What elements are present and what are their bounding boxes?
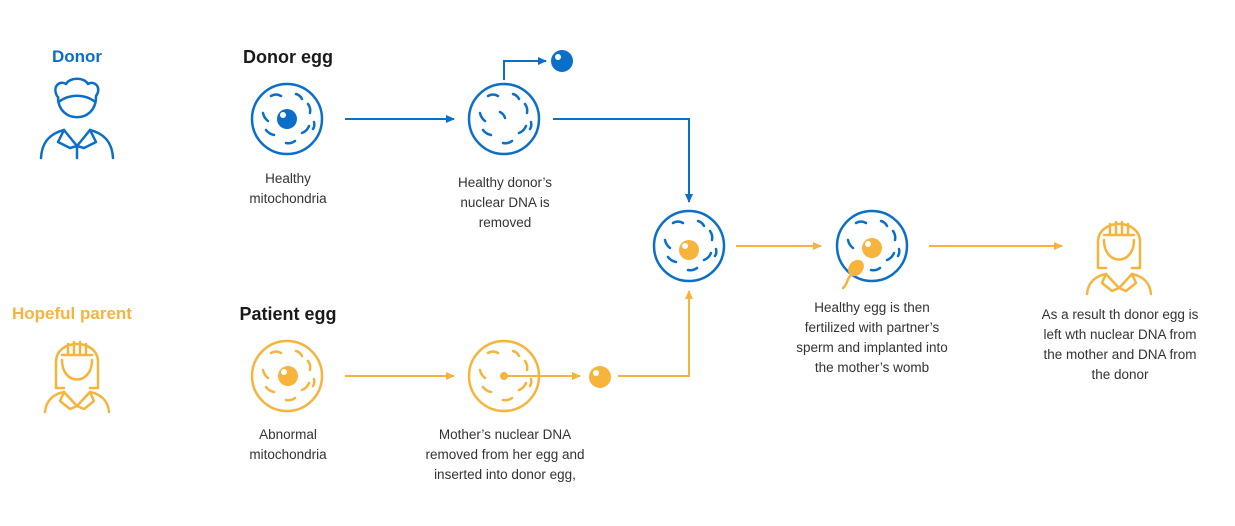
extracted-nucleus-icon	[589, 366, 611, 388]
hopeful-parent-person-icon	[43, 340, 111, 414]
nucleus-icon	[277, 109, 297, 129]
arrow-icon	[553, 118, 693, 203]
sperm-icon	[841, 259, 864, 290]
donor-role-label: Donor	[51, 47, 103, 66]
removed-nucleus-icon	[551, 50, 573, 72]
abnormal-mitochondria-caption: Abnormal mitochondria	[249, 427, 327, 462]
donor-dna-removed-caption: Healthy donor’s nuclear DNA is removed	[457, 175, 553, 230]
mother-dna-inserted-caption: Mother’s nuclear DNA removed from her eg…	[425, 427, 585, 482]
donor-egg-icon	[250, 82, 324, 156]
arrow-icon	[503, 57, 547, 80]
patient-egg-extraction-icon	[467, 339, 541, 413]
patient-egg-heading: Patient egg	[239, 304, 337, 324]
healthy-mitochondria-caption: Healthy mitochondria	[249, 171, 327, 206]
result-caption: As a result th donor egg is left wth nuc…	[1041, 307, 1199, 382]
donor-egg-heading: Donor egg	[243, 47, 333, 67]
fertilized-caption: Healthy egg is then fertilized with part…	[796, 300, 948, 375]
donor-person-icon	[39, 77, 115, 160]
result-person-icon	[1085, 220, 1153, 296]
reconstructed-egg-icon	[652, 209, 726, 283]
enucleated-donor-egg-icon	[467, 82, 541, 156]
arrow-icon	[618, 290, 693, 377]
fertilized-egg-icon	[835, 209, 909, 283]
patient-egg-icon	[250, 339, 324, 413]
hopeful-parent-role-label: Hopeful parent	[12, 304, 132, 323]
